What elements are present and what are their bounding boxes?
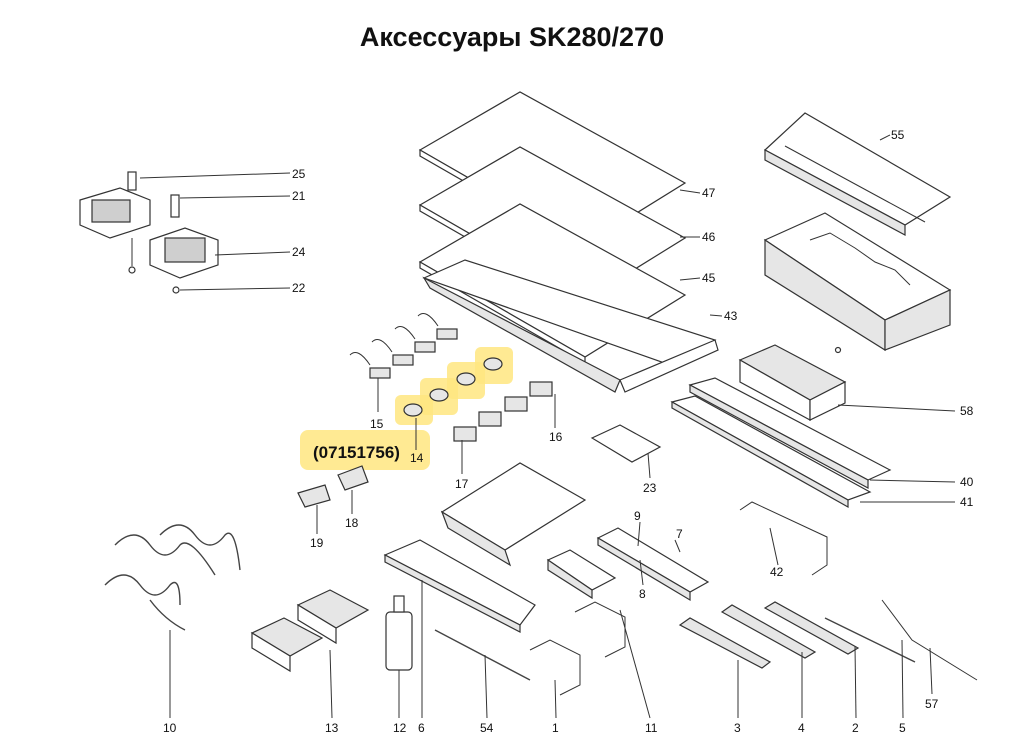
label-12: 12 — [393, 721, 407, 735]
label-46: 46 — [702, 230, 716, 244]
label-11: 11 — [645, 721, 658, 735]
label-3: 3 — [734, 721, 741, 735]
part-sheets — [418, 91, 719, 393]
label-17: 17 — [455, 477, 469, 491]
label-14: 14 — [410, 451, 424, 465]
label-57: 57 — [925, 697, 939, 711]
label-42: 42 — [770, 565, 784, 579]
page-title: Аксессуары SK280/270 — [359, 22, 665, 52]
part-small-connectors — [297, 465, 369, 508]
label-15: 15 — [370, 417, 384, 431]
label-18: 18 — [345, 516, 359, 530]
label-1: 1 — [552, 721, 559, 735]
label-8: 8 — [639, 587, 646, 601]
label-24: 24 — [292, 245, 306, 259]
label-41: 41 — [960, 495, 974, 509]
label-6: 6 — [418, 721, 425, 735]
part-rail-unit — [546, 527, 710, 602]
part-transfer-tool — [434, 629, 531, 681]
part-clips — [349, 313, 553, 442]
label-16: 16 — [549, 430, 563, 444]
label-23: 23 — [643, 481, 657, 495]
label-7: 7 — [676, 527, 683, 541]
label-2: 2 — [852, 721, 859, 735]
label-5: 5 — [899, 721, 906, 735]
label-43: 43 — [724, 309, 738, 323]
label-58: 58 — [960, 404, 974, 418]
part-table-clamps — [529, 601, 626, 696]
label-54: 54 — [480, 721, 494, 735]
part-wires — [104, 524, 241, 631]
part-envelope-small — [590, 424, 662, 463]
label-45: 45 — [702, 271, 716, 285]
part-storage-box — [763, 112, 952, 352]
part-comb — [383, 539, 536, 633]
part-sinker-blocks — [250, 589, 370, 673]
label-19: 19 — [310, 536, 324, 550]
part-number-labels: 25 21 24 22 47 46 45 43 55 15 14 16 17 2… — [163, 128, 974, 735]
label-47: 47 — [702, 186, 716, 200]
part-code-label: (07151756) — [313, 443, 400, 462]
highlight-region — [300, 347, 513, 470]
part-oil-bottle — [385, 595, 413, 671]
label-55: 55 — [891, 128, 905, 142]
label-13: 13 — [325, 721, 339, 735]
part-bracket — [739, 501, 828, 576]
label-4: 4 — [798, 721, 805, 735]
label-10: 10 — [163, 721, 177, 735]
part-relay-unit — [79, 171, 219, 294]
label-25: 25 — [292, 167, 306, 181]
part-carriage-rulers — [670, 344, 892, 509]
label-40: 40 — [960, 475, 974, 489]
label-21: 21 — [292, 189, 306, 203]
part-hand-tools — [678, 599, 978, 681]
part-envelope-large — [440, 462, 587, 567]
label-9: 9 — [634, 509, 641, 523]
label-22: 22 — [292, 281, 306, 295]
